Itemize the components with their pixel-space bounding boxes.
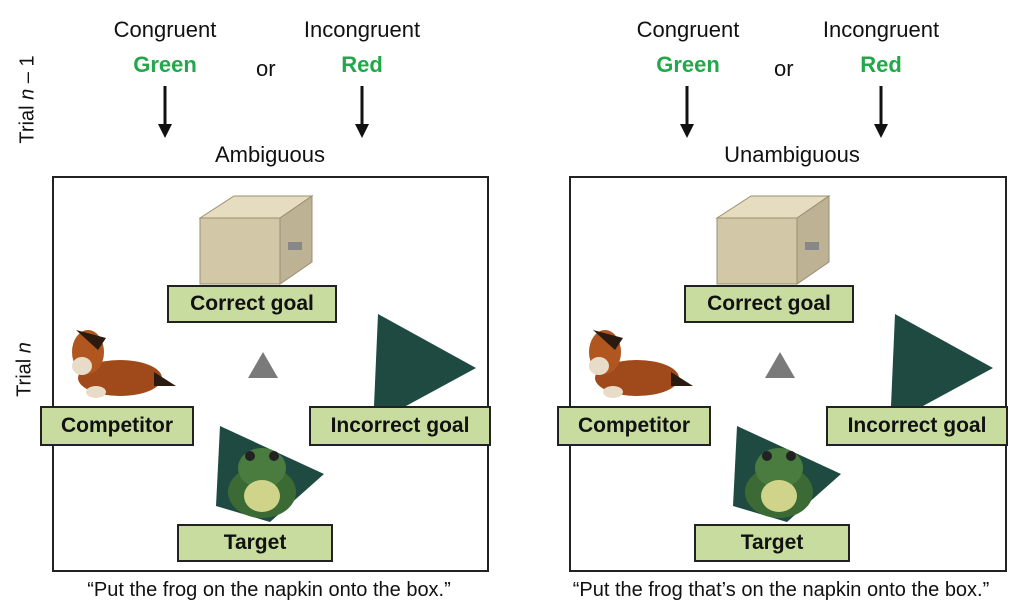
instruction-caption-ambiguous: “Put the frog on the napkin onto the box… bbox=[87, 579, 451, 601]
green-label-right: Green bbox=[656, 52, 720, 77]
fixation-triangle-icon bbox=[765, 352, 795, 378]
or-label-left: or bbox=[256, 56, 276, 81]
box-object-icon bbox=[715, 195, 831, 285]
napkin-object-icon bbox=[891, 314, 993, 406]
label-target: Target bbox=[177, 524, 333, 562]
horse-toy-icon bbox=[72, 330, 176, 398]
down-arrow-icon bbox=[874, 86, 888, 138]
label-correct-goal: Correct goal bbox=[684, 285, 854, 323]
display-panel-unambiguous: Correct goal Competitor Incorrect goal T… bbox=[557, 176, 1008, 572]
instruction-caption-unambiguous: “Put the frog that’s on the napkin onto … bbox=[572, 579, 990, 601]
red-label-right: Red bbox=[860, 52, 902, 77]
or-label-right: or bbox=[774, 56, 794, 81]
label-incorrect-goal: Incorrect goal bbox=[826, 406, 1008, 446]
down-arrow-icon bbox=[680, 86, 694, 138]
label-competitor: Competitor bbox=[557, 406, 711, 446]
panel-title-ambiguous: Ambiguous bbox=[214, 142, 326, 167]
label-incorrect-goal: Incorrect goal bbox=[309, 406, 491, 446]
label-target: Target bbox=[694, 524, 850, 562]
red-label-left: Red bbox=[341, 52, 383, 77]
trial-n-minus-1-label: Trial n – 1 bbox=[16, 55, 39, 144]
panel-title-unambiguous: Unambiguous bbox=[724, 142, 860, 167]
horse-toy-icon bbox=[589, 330, 693, 398]
trial-n-label: Trial n bbox=[13, 342, 36, 397]
congruent-label-right: Congruent bbox=[636, 17, 740, 42]
box-object-icon bbox=[198, 195, 314, 285]
display-panel-ambiguous: Correct goal Competitor Incorrect goal T… bbox=[40, 176, 491, 572]
napkin-object-icon bbox=[374, 314, 476, 406]
label-correct-goal: Correct goal bbox=[167, 285, 337, 323]
incongruent-label-left: Incongruent bbox=[303, 17, 421, 42]
label-competitor: Competitor bbox=[40, 406, 194, 446]
frog-on-napkin-icon bbox=[216, 426, 324, 522]
fixation-triangle-icon bbox=[248, 352, 278, 378]
incongruent-label-right: Incongruent bbox=[822, 17, 940, 42]
congruent-label-left: Congruent bbox=[113, 17, 217, 42]
down-arrow-icon bbox=[355, 86, 369, 138]
green-label-left: Green bbox=[133, 52, 197, 77]
down-arrow-icon bbox=[158, 86, 172, 138]
frog-on-napkin-icon bbox=[733, 426, 841, 522]
